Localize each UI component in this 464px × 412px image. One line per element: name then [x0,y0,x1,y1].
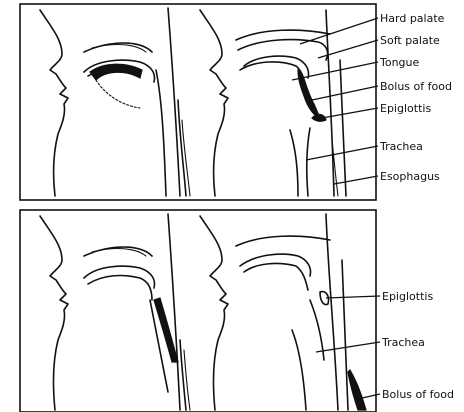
top-left-head [40,8,190,196]
label-epiglottis: Epiglottis [380,102,431,115]
bottom-labels: Epiglottis Trachea Bolus of food [381,290,454,401]
bottom-left-head [40,214,190,410]
bottom-panel-frame [20,210,376,412]
label-soft-palate: Soft palate [380,34,440,47]
label-trachea: Trachea [379,140,423,153]
label-esophagus: Esophagus [380,170,440,183]
bottom-right-head [200,214,366,410]
label-bolus-of-food: Bolus of food [380,80,452,93]
top-leader-lines [292,18,378,184]
top-panel: Hard palate Soft palate Tongue Bolus of … [20,4,452,200]
label-trachea-bottom: Trachea [381,336,425,349]
top-right-head [200,10,346,196]
top-labels: Hard palate Soft palate Tongue Bolus of … [379,12,452,183]
label-tongue: Tongue [379,56,420,69]
label-epiglottis-bottom: Epiglottis [382,290,433,303]
label-hard-palate: Hard palate [380,12,445,25]
label-bolus-of-food-bottom: Bolus of food [382,388,454,401]
bottom-leader-lines [316,296,380,398]
bottom-panel: Epiglottis Trachea Bolus of food [20,210,454,412]
